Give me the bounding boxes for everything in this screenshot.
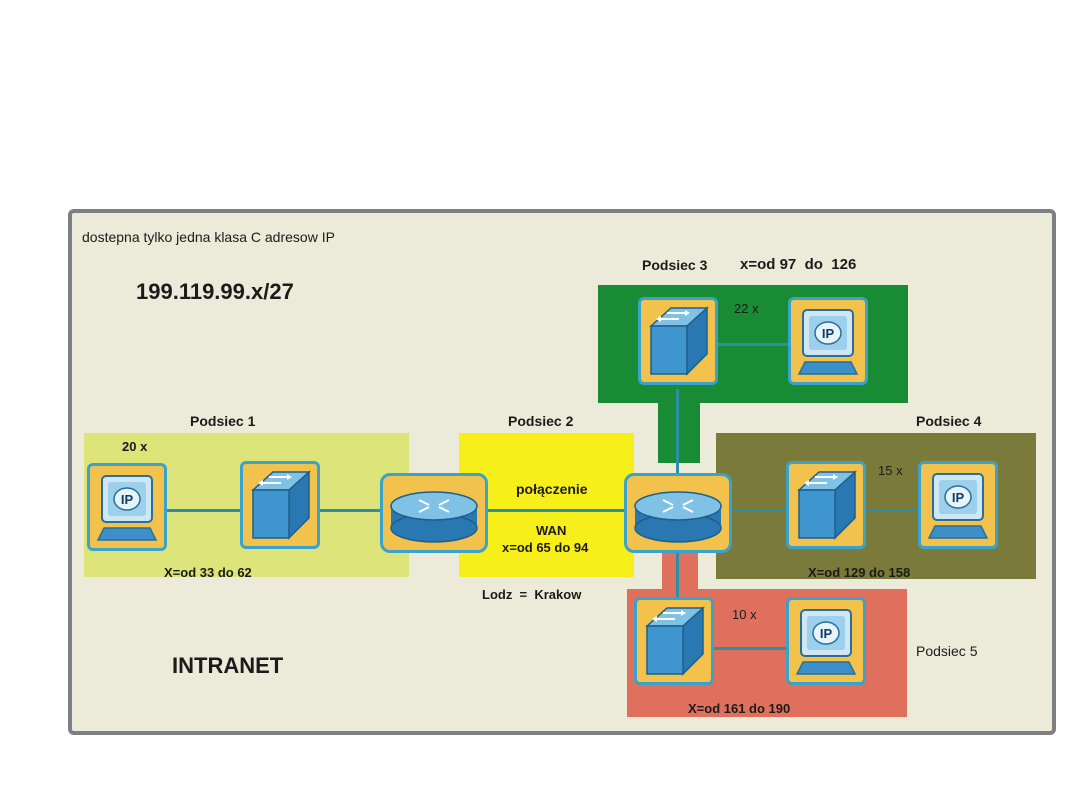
switch-1-icon — [240, 461, 320, 549]
network-address: 199.119.99.x/27 — [136, 279, 294, 304]
subnet-2-range: x=od 65 do 94 — [502, 540, 589, 555]
switch-3-icon — [638, 297, 718, 385]
subnet-4-hosts: 15 x — [878, 463, 903, 478]
svg-text:IP: IP — [822, 326, 835, 341]
link-router2-switch4 — [732, 509, 788, 512]
svg-text:IP: IP — [121, 492, 134, 507]
intranet-label: INTRANET — [172, 653, 284, 678]
switch-4-icon — [786, 461, 866, 549]
subnet-2-zone — [459, 433, 634, 577]
ip-host-4-icon: IP — [918, 461, 998, 549]
link-switch3-host3 — [712, 343, 792, 346]
subnet-2-line1: połączenie — [516, 481, 588, 497]
subnet-1-hosts: 20 x — [122, 439, 148, 454]
link-switch1-router1 — [320, 509, 384, 512]
ip-host-3-icon: IP — [788, 297, 868, 385]
link-switch4-host4 — [864, 509, 920, 512]
router-2-icon — [624, 473, 732, 553]
subnet-3-title: Podsiec 3 — [642, 257, 708, 273]
subnet-2-line2: WAN — [536, 523, 567, 538]
subnet-5-range: X=od 161 do 190 — [688, 701, 791, 716]
subnet-3-hosts: 22 x — [734, 301, 759, 316]
ip-host-1-icon: IP — [87, 463, 167, 551]
link-host1-switch1 — [164, 509, 244, 512]
switch-5-icon — [634, 597, 714, 685]
svg-text:IP: IP — [952, 490, 965, 505]
link-router2-switch5 — [676, 553, 679, 603]
subnet-2-cities: Lodz = Krakow — [482, 587, 582, 602]
subnet-3-range: x=od 97 do 126 — [740, 256, 857, 273]
link-switch5-host5 — [712, 647, 792, 650]
subnet-4-title: Podsiec 4 — [916, 413, 982, 429]
subnet-5-hosts: 10 x — [732, 607, 757, 622]
subnet-3-connector — [658, 399, 700, 463]
subnet-4-range: X=od 129 do 158 — [808, 565, 911, 580]
link-router1-router2 — [488, 509, 628, 512]
subnet-2-title: Podsiec 2 — [508, 413, 574, 429]
subnet-5-title: Podsiec 5 — [916, 643, 978, 659]
router-1-icon — [380, 473, 488, 553]
link-router2-switch3 — [676, 389, 679, 473]
header-note: dostepna tylko jedna klasa C adresow IP — [82, 229, 335, 245]
ip-host-5-icon: IP — [786, 597, 866, 685]
network-diagram-panel: IP IP IP IP dostepna tylko jedna klasa C… — [68, 209, 1056, 735]
subnet-1-title: Podsiec 1 — [190, 413, 256, 429]
svg-text:IP: IP — [820, 626, 833, 641]
subnet-1-range: X=od 33 do 62 — [164, 565, 252, 580]
